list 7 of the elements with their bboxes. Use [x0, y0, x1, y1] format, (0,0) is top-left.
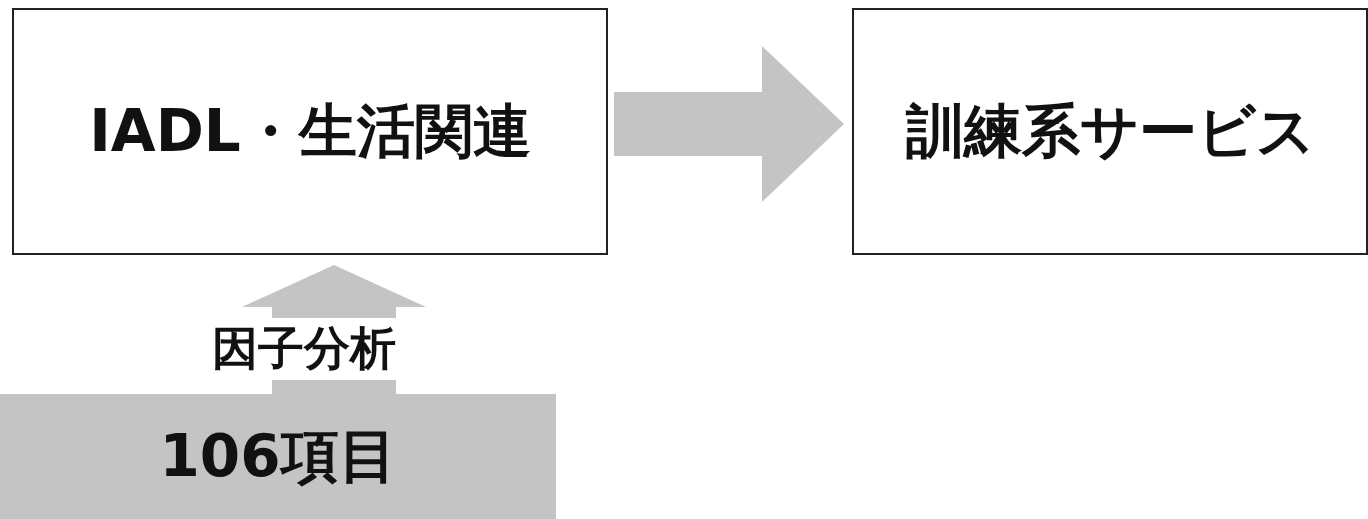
node-text: 訓練系サービス: [905, 95, 1315, 167]
input-bar: [0, 394, 556, 519]
node-text: 106項目: [159, 420, 397, 492]
node-text: IADL・生活関連: [89, 95, 531, 167]
block-arrow: [614, 46, 844, 202]
process-box: [852, 8, 1368, 255]
process-box: [12, 8, 608, 255]
